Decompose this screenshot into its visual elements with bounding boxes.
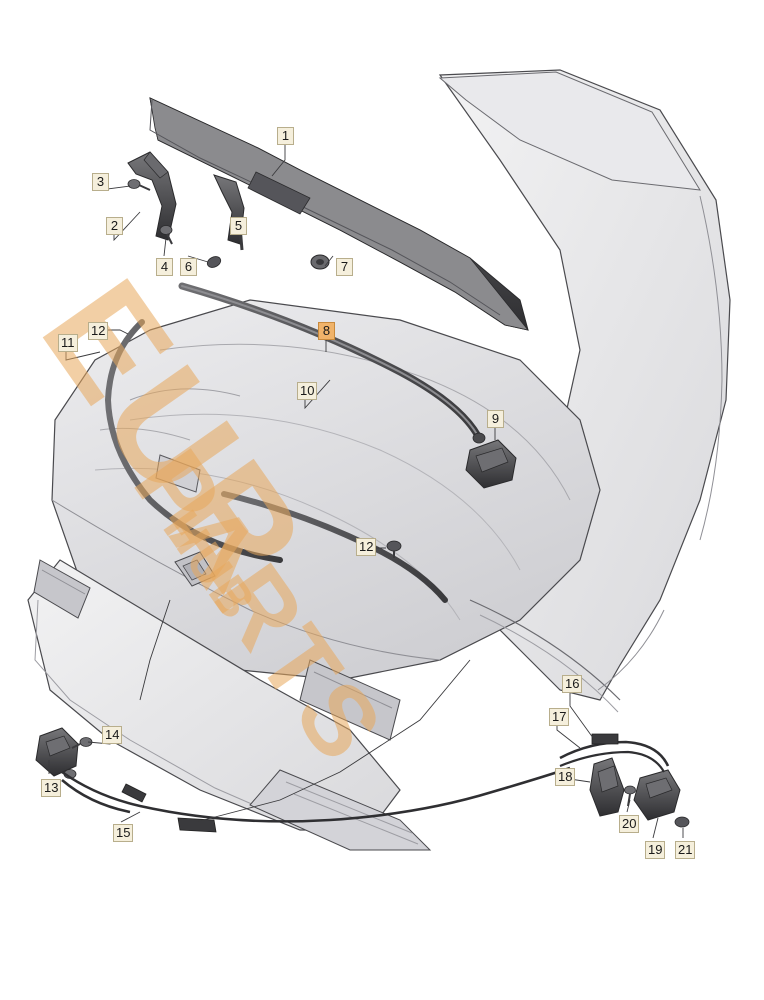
callout-12a[interactable]: 12 [88, 322, 109, 340]
release-handle-18 [589, 757, 625, 817]
callout-19[interactable]: 19 [645, 841, 666, 859]
bolt-20 [624, 785, 636, 807]
callout-10[interactable]: 10 [297, 382, 318, 400]
grommet-7 [310, 254, 330, 270]
hood-latch-right-19 [633, 769, 681, 821]
cable-16-17 [559, 733, 670, 773]
callout-11[interactable]: 11 [58, 334, 78, 352]
callout-1[interactable]: 1 [277, 127, 294, 145]
hood-hinge-left [127, 151, 177, 241]
callout-5[interactable]: 5 [230, 217, 247, 235]
callout-2[interactable]: 2 [106, 217, 123, 235]
clip-6 [206, 256, 222, 268]
release-cable-15 [61, 766, 571, 833]
callout-21[interactable]: 21 [675, 841, 696, 859]
callout-7[interactable]: 7 [336, 258, 353, 276]
callout-9[interactable]: 9 [487, 410, 504, 428]
callout-17[interactable]: 17 [549, 708, 570, 726]
callout-4[interactable]: 4 [156, 258, 173, 276]
hood-latch-13 [35, 727, 93, 779]
bolt-4 [159, 225, 173, 245]
bolt-3 [127, 179, 151, 191]
callout-20[interactable]: 20 [619, 815, 640, 833]
callout-8[interactable]: 8 [318, 322, 335, 340]
callout-6[interactable]: 6 [180, 258, 197, 276]
callout-15[interactable]: 15 [113, 824, 134, 842]
clip-21 [674, 816, 690, 828]
cowl-panel-assembly [149, 97, 530, 331]
bump-stop-9 [465, 439, 517, 489]
callout-12b[interactable]: 12 [356, 538, 377, 556]
callout-16[interactable]: 16 [562, 675, 583, 693]
callout-3[interactable]: 3 [92, 173, 109, 191]
cowl-seal-8 [178, 282, 486, 444]
callout-18[interactable]: 18 [555, 768, 576, 786]
vehicle-body [27, 69, 731, 851]
callout-14[interactable]: 14 [102, 726, 123, 744]
clip-12-mid [386, 540, 402, 558]
callout-13[interactable]: 13 [41, 779, 62, 797]
